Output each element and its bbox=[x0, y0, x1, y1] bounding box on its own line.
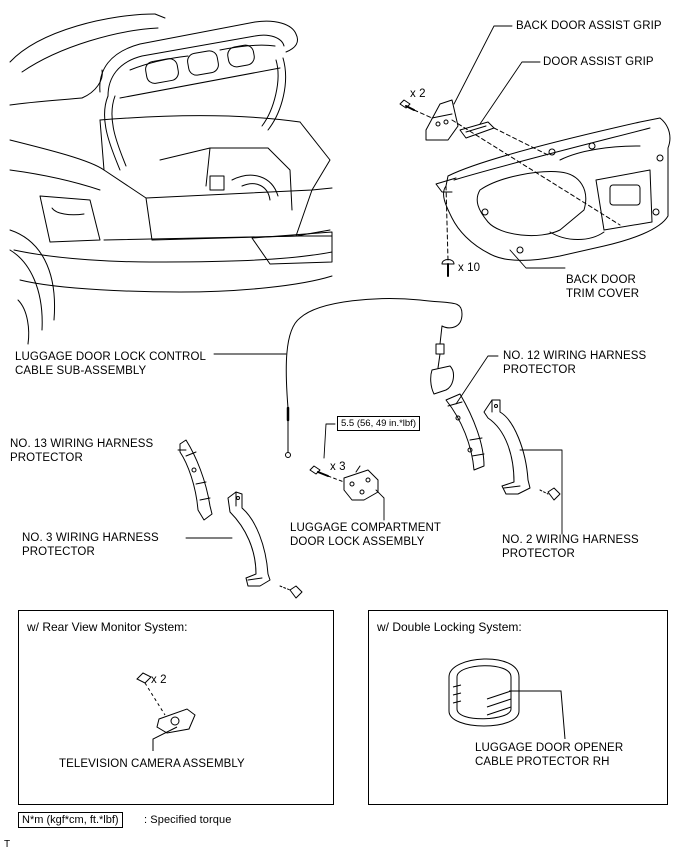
lock-control-cable bbox=[285, 298, 463, 458]
label-no3-line2: PROTECTOR bbox=[22, 546, 95, 558]
camera-nut bbox=[136, 672, 152, 684]
label-no13-line2: PROTECTOR bbox=[10, 452, 83, 464]
cable-protector-illustration bbox=[448, 658, 566, 740]
label-no3-line1: NO. 3 WIRING HARNESS bbox=[22, 532, 159, 544]
torque-value-box: 5.5 (56, 49 in.*lbf) bbox=[337, 416, 420, 431]
label-no13-line1: NO. 13 WIRING HARNESS bbox=[10, 438, 154, 450]
grip-bolt bbox=[399, 99, 415, 111]
no3-protector bbox=[227, 491, 271, 587]
trim-clip bbox=[441, 259, 455, 277]
legend-unit-box: N*m (kgf*cm, ft.*lbf) bbox=[18, 812, 123, 828]
label-qty-lock-bolts: x 3 bbox=[330, 461, 346, 473]
panel-double-locking: w/ Double Locking System: LUGGAGE DOOR O… bbox=[368, 610, 668, 805]
label-no2-line1: NO. 2 WIRING HARNESS bbox=[502, 534, 639, 546]
panel-rear-view-title: w/ Rear View Monitor System: bbox=[27, 620, 188, 634]
camera-body bbox=[156, 708, 196, 734]
panel-rear-view-monitor: w/ Rear View Monitor System: x 2 TELEVIS… bbox=[18, 610, 334, 805]
label-television-camera: TELEVISION CAMERA ASSEMBLY bbox=[59, 758, 245, 770]
label-qty-trim-clips: x 10 bbox=[458, 262, 481, 274]
label-door-assist-grip: DOOR ASSIST GRIP bbox=[543, 56, 654, 68]
no13-protector bbox=[179, 439, 213, 521]
label-no12-line1: NO. 12 WIRING HARNESS bbox=[503, 350, 647, 362]
screw-no2 bbox=[539, 487, 561, 501]
screw-no3 bbox=[279, 585, 303, 599]
leader-lines bbox=[177, 25, 566, 539]
label-lock-assy-line1: LUGGAGE COMPARTMENT bbox=[290, 522, 441, 534]
label-opener-protector-line2: CABLE PROTECTOR RH bbox=[475, 756, 610, 768]
camera-illustration bbox=[136, 672, 196, 751]
back-door-trim-cover bbox=[435, 117, 671, 261]
lock-bolt bbox=[309, 465, 345, 483]
label-back-door-assist-grip: BACK DOOR ASSIST GRIP bbox=[516, 20, 662, 32]
lock-assembly bbox=[343, 465, 379, 501]
assembly-lines bbox=[413, 109, 621, 261]
label-opener-protector-line1: LUGGAGE DOOR OPENER bbox=[475, 742, 624, 754]
label-lock-assy-line2: DOOR LOCK ASSEMBLY bbox=[290, 536, 425, 548]
label-qty-grip-bolts: x 2 bbox=[410, 88, 426, 100]
label-no2-line2: PROTECTOR bbox=[502, 548, 575, 560]
panel-double-locking-title: w/ Double Locking System: bbox=[377, 620, 522, 634]
legend-description: : Specified torque bbox=[144, 814, 232, 826]
label-trim-cover-line2: TRIM COVER bbox=[566, 288, 640, 300]
label-lock-cable-line2: CABLE SUB-ASSEMBLY bbox=[15, 365, 147, 377]
no12-protector bbox=[445, 393, 485, 471]
label-qty-camera-nuts: x 2 bbox=[151, 674, 167, 686]
footer-mark: T bbox=[4, 839, 11, 850]
no2-protector bbox=[483, 399, 531, 495]
back-door-assist-grip bbox=[425, 99, 459, 141]
label-no12-line2: PROTECTOR bbox=[503, 364, 576, 376]
label-trim-cover-line1: BACK DOOR bbox=[566, 274, 636, 286]
label-lock-cable-line1: LUGGAGE DOOR LOCK CONTROL bbox=[15, 351, 207, 363]
car-illustration bbox=[9, 13, 333, 345]
